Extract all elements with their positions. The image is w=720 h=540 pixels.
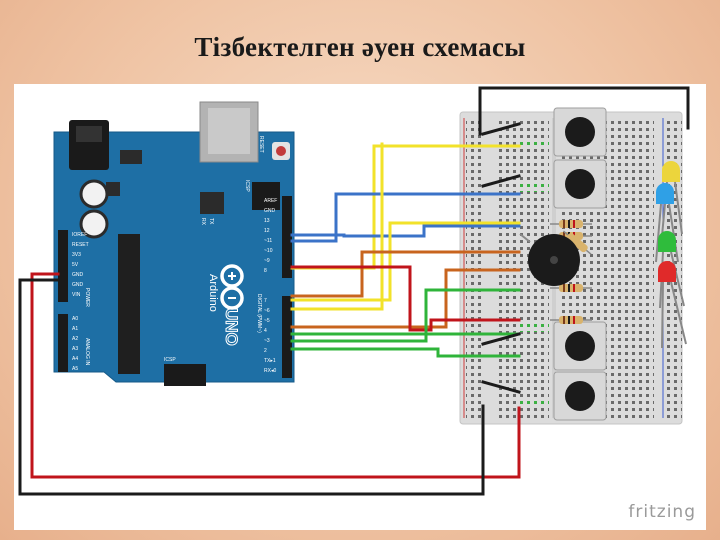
wire-orange-2 xyxy=(290,268,521,329)
arduino-board: Arduino UNO RESET ICSP ICSP TX RX AREF GN… xyxy=(53,101,295,386)
led-blue xyxy=(655,183,679,263)
tx-label: TX xyxy=(208,218,214,225)
uno-model-text: UNO xyxy=(222,308,241,346)
wire-yellow-3 xyxy=(290,142,384,311)
pin-label: AREF xyxy=(264,198,277,204)
slide-title: Тізбектелген әуен схемасы xyxy=(194,32,526,62)
push-button xyxy=(553,159,607,209)
wire-red-5v xyxy=(30,272,521,479)
pin-label: GND xyxy=(72,272,84,278)
pin-label: ~5 xyxy=(264,318,270,324)
power-labels: IOREF RESET 3V3 5V GND GND VIN xyxy=(72,232,89,298)
reset-label: RESET xyxy=(258,136,264,153)
led-yellow xyxy=(661,161,683,237)
pin-label: VIN xyxy=(72,292,81,298)
pin-label: 7 xyxy=(264,298,267,304)
arduino-logo xyxy=(220,264,244,310)
pin-label: GND xyxy=(264,208,276,214)
digital-header-bottom xyxy=(282,296,292,378)
push-button xyxy=(553,107,607,157)
wire-yellow-2 xyxy=(290,221,521,302)
resistors xyxy=(550,220,592,324)
pin-label: GND xyxy=(72,282,84,288)
push-buttons xyxy=(553,107,607,421)
digital-header-top xyxy=(282,196,292,278)
pin-label: A5 xyxy=(72,366,78,372)
wire-green-2 xyxy=(290,347,521,358)
wire-orange xyxy=(290,250,521,298)
arduino-brand-text: Arduino xyxy=(207,274,219,312)
power-caption: POWER xyxy=(84,288,90,307)
pin-label: ~3 xyxy=(264,338,270,344)
pin-label: IOREF xyxy=(72,232,87,238)
icsp2-header xyxy=(252,182,280,210)
rx-label: RX xyxy=(200,218,206,226)
pin-label: 12 xyxy=(264,228,270,234)
fritzing-watermark: fritzing xyxy=(628,502,696,522)
pin-label: 8 xyxy=(264,268,267,274)
pin-label: TX▸1 xyxy=(264,358,276,364)
capacitor xyxy=(79,179,109,209)
icsp-label: ICSP xyxy=(164,357,176,363)
digital-top-labels: AREF GND 13 12 ~11 ~10 ~9 8 xyxy=(264,198,277,274)
wire-black-gnd xyxy=(18,278,485,496)
pin-label: RESET xyxy=(72,242,89,248)
resistor xyxy=(550,316,592,324)
wire-green xyxy=(290,288,521,343)
pin-label: A2 xyxy=(72,336,78,342)
wires xyxy=(18,86,690,496)
digital-bottom-labels: 7 ~6 ~5 4 ~3 2TX▸1RX◂0 xyxy=(264,298,276,374)
wire-black-top xyxy=(478,86,690,136)
pin-label: A4 xyxy=(72,356,78,362)
push-button xyxy=(553,321,607,371)
wire-blue-2 xyxy=(290,224,521,238)
led-red xyxy=(658,261,687,349)
push-button xyxy=(553,371,607,421)
circuit-diagram: Arduino UNO RESET ICSP ICSP TX RX AREF GN… xyxy=(14,84,706,530)
pin-label: 2 xyxy=(264,348,267,354)
digital-caption: DIGITAL (PWM~) xyxy=(256,294,262,333)
pin-label: 4 xyxy=(264,328,267,334)
resistor xyxy=(550,284,592,292)
buzzer xyxy=(519,233,580,286)
pin-label: A0 xyxy=(72,316,78,322)
pin-label: 5V xyxy=(72,262,79,268)
pin-label: 13 xyxy=(264,218,270,224)
icsp2-label: ICSP xyxy=(244,180,250,192)
pin-label: ~11 xyxy=(264,238,272,244)
atmega-chip xyxy=(118,234,140,374)
pin-label: ~10 xyxy=(264,248,273,254)
pin-label: RX◂0 xyxy=(264,368,276,374)
icsp-header xyxy=(164,364,206,386)
leds xyxy=(655,161,687,349)
resistor xyxy=(550,220,592,228)
analog-header xyxy=(58,314,68,372)
pin-label: 3V3 xyxy=(72,252,81,258)
power-header xyxy=(58,230,68,302)
pin-label: ~6 xyxy=(264,308,270,314)
pin-label: ~9 xyxy=(264,258,270,264)
analog-caption: ANALOG IN xyxy=(84,338,90,366)
wire-red xyxy=(290,265,521,332)
wire-blue xyxy=(290,192,521,243)
resistor xyxy=(562,230,592,255)
pin-label: A1 xyxy=(72,326,78,332)
pin-label: A3 xyxy=(72,346,78,352)
capacitor xyxy=(79,209,109,239)
